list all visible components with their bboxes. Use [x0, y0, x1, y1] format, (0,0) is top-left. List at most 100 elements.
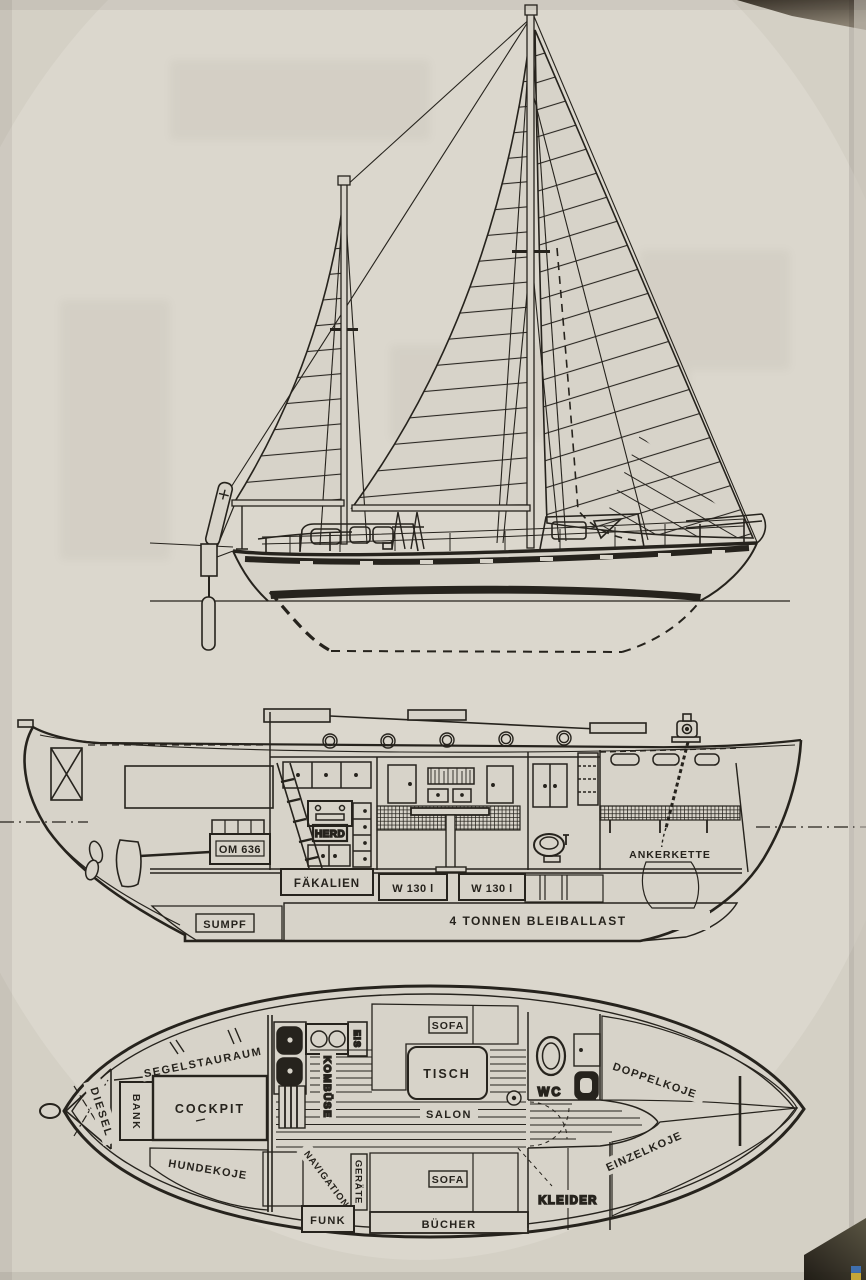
berth-front-oval-1 [610, 753, 640, 766]
companionway-steps-plan [278, 1085, 306, 1129]
single-berth-hatch [611, 1107, 799, 1217]
holding-tank-label: FÄKALIEN [294, 877, 360, 890]
plan-hull-inner [71, 993, 796, 1230]
headsail-overlap-hatch [600, 435, 753, 538]
engine-label-plate [215, 840, 265, 857]
aft-cabin-window-1 [310, 528, 342, 545]
bilge-group: FÄKALIEN W 130 l W 130 l 4 TONNEN BLEIBA… [150, 868, 739, 942]
locker-door-fwd [486, 765, 514, 804]
inner-stay [531, 89, 649, 541]
deck-fitting [382, 542, 393, 550]
saloon-port: SOFA TISCH [371, 1003, 519, 1100]
vane-cross-mark [218, 489, 229, 500]
stove-label: HERD [315, 829, 345, 840]
nav-seat-hatch [262, 1151, 304, 1207]
keel-dashed-fwd [621, 600, 701, 653]
propeller-blade-2 [84, 859, 100, 881]
wc-cabinet-plan [573, 1033, 601, 1067]
lazarette [50, 747, 274, 809]
section-sheer [32, 726, 802, 749]
doghouse-window-2 [592, 518, 624, 540]
door-swings [517, 1101, 570, 1187]
hull-profile [150, 541, 790, 653]
wc-section [532, 752, 599, 863]
galley-section: HERD [282, 761, 372, 868]
sump-label: SUMPF [203, 919, 247, 931]
galley-label: KOMBÜSE [321, 1056, 334, 1119]
deck-plan-view: DIESEL BANK SEGELSTAURAUM COCKPIT HUNDEK… [39, 984, 806, 1239]
bow-pulpit [685, 513, 767, 545]
table-label: TISCH [423, 1067, 471, 1081]
longitudinal-section-view: OM 636 HERD [0, 708, 866, 943]
sail-plan-view [149, 4, 790, 653]
icebox-label: EIS [351, 1030, 362, 1048]
doghouse-window-1 [551, 521, 587, 540]
prop-shaft [139, 850, 211, 858]
rudder-head-knob [39, 1103, 61, 1119]
fore-corridor [527, 1099, 659, 1149]
books-label: BÜCHER [422, 1218, 477, 1231]
cockpit-well-section [124, 765, 274, 809]
page-edge-top [0, 0, 866, 10]
sofa-starboard-label-box [428, 1170, 468, 1188]
section-deck-gear [17, 708, 701, 746]
aft-cabin-trunk [299, 523, 419, 552]
background-object-blue [851, 1266, 861, 1273]
saloon-table-top [410, 807, 490, 816]
toilet-label: WC [538, 1085, 563, 1099]
keel-dashed-bottom [330, 650, 623, 653]
mizzen-mast [340, 183, 348, 545]
triatic-stay [345, 15, 534, 187]
sofa-starboard-label: SOFA [432, 1174, 465, 1186]
boot-stripe [270, 585, 701, 601]
skylight-hatch-fwd [589, 722, 647, 734]
main-sail [350, 27, 532, 509]
page-edge-left [0, 0, 12, 1280]
saloon-table-plan [407, 1046, 488, 1100]
table-foot [435, 866, 467, 873]
water-tank-fwd-label: W 130 l [471, 883, 512, 895]
sole-planking [276, 1049, 642, 1148]
berth-front-oval-3 [694, 753, 720, 766]
stove-label-plate [311, 823, 349, 843]
page-corner-top-right [737, 0, 866, 30]
spars [231, 4, 538, 549]
vane-bracket [200, 543, 218, 577]
stern-tube-deadwood [115, 839, 142, 888]
mizzen-boom [231, 499, 345, 507]
main-masthead [524, 4, 538, 16]
stern-pulpit [257, 531, 353, 553]
windlass-gypsy [681, 723, 693, 735]
vane-water-paddle [201, 596, 216, 651]
page-edge-bottom [0, 1272, 866, 1280]
rigging [149, 13, 758, 548]
mizzen-masthead [337, 175, 351, 186]
engine-group: OM 636 [84, 819, 271, 888]
saloon-label-box [420, 1106, 478, 1121]
ballast-stipple [283, 902, 739, 942]
instruments-shelf [350, 1153, 368, 1211]
background-object-yellow [851, 1273, 861, 1280]
galley-plan: EIS KOMBÜSE [273, 1021, 368, 1129]
section-hull-outline [23, 726, 803, 943]
icebox [347, 1021, 368, 1057]
backstay [218, 13, 534, 507]
sofa-port-hatch [371, 1003, 519, 1091]
wardrobe-plan: KLEIDER [527, 1142, 611, 1230]
page-corner-bottom-right [804, 1218, 866, 1280]
stern-vane-bracket [17, 719, 34, 728]
main-mast [526, 13, 535, 549]
bookshelf [427, 767, 475, 785]
sheer-line [232, 541, 758, 557]
scupper-slots [300, 550, 725, 565]
double-berth-hatch [601, 1015, 799, 1109]
ballast-label: 4 TONNEN BLEIBALLAST [449, 914, 626, 928]
wind-vane-gear [200, 481, 235, 651]
cabin-heater [506, 1090, 522, 1106]
bank-label: BANK [130, 1094, 142, 1130]
windlass-motor [682, 713, 692, 722]
locker-door-aft [387, 764, 417, 804]
